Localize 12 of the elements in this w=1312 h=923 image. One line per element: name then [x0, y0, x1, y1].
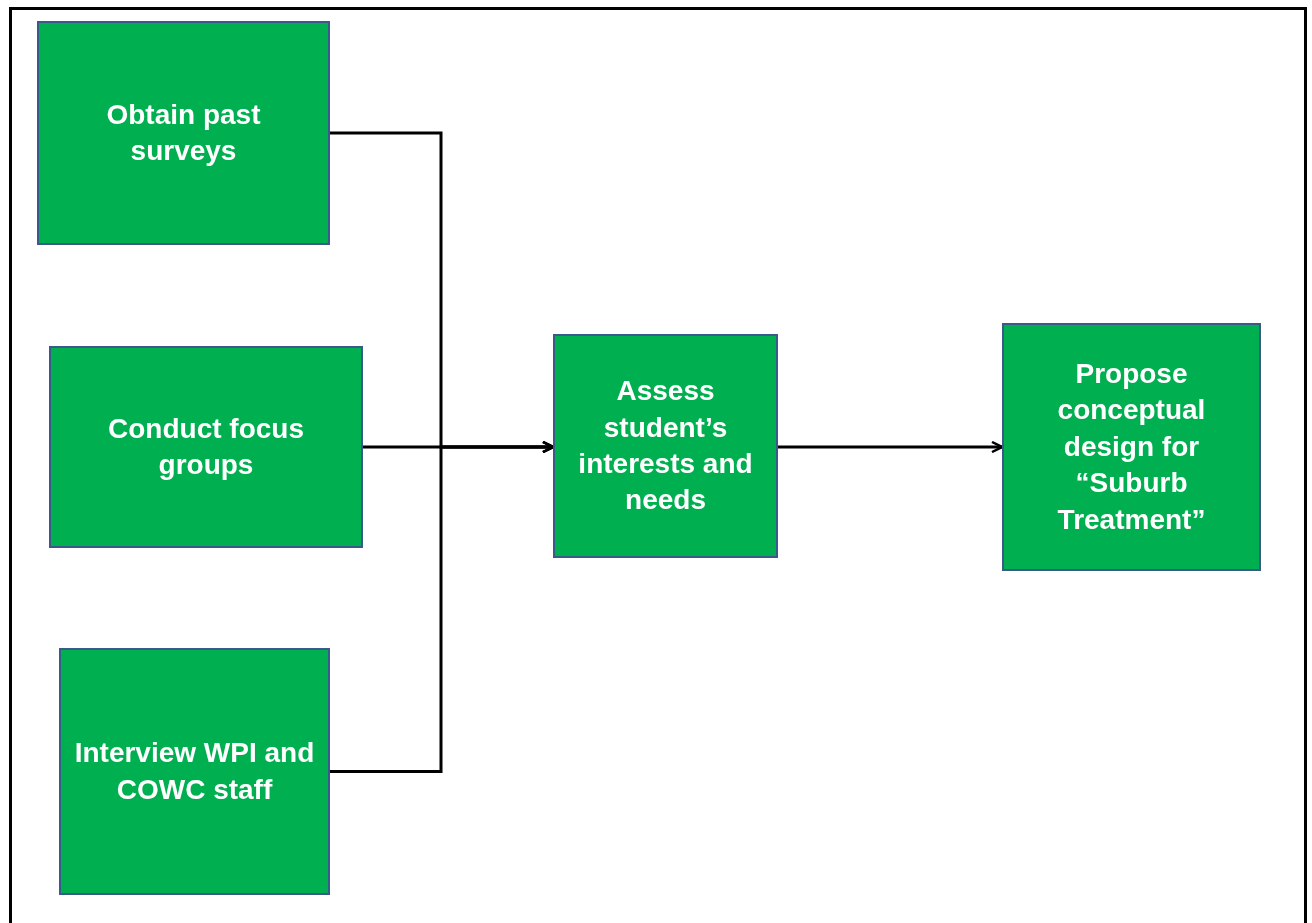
connector-arrow: [778, 440, 1004, 454]
box-label: Assess student’s interests and needs: [577, 374, 754, 518]
process-box: [37, 21, 330, 245]
connector-arrow: [330, 440, 555, 773]
box-label: Interview WPI and COWC staff: [73, 736, 316, 807]
box-label: Obtain past surveys: [105, 97, 262, 168]
process-box: [553, 334, 778, 558]
box-label: Propose conceptual design for “Suburb Treatment”: [1056, 357, 1207, 537]
box-label: Conduct focus groups: [107, 411, 305, 482]
process-box: [59, 648, 330, 895]
process-box: [49, 346, 363, 548]
process-box: [1002, 323, 1261, 571]
